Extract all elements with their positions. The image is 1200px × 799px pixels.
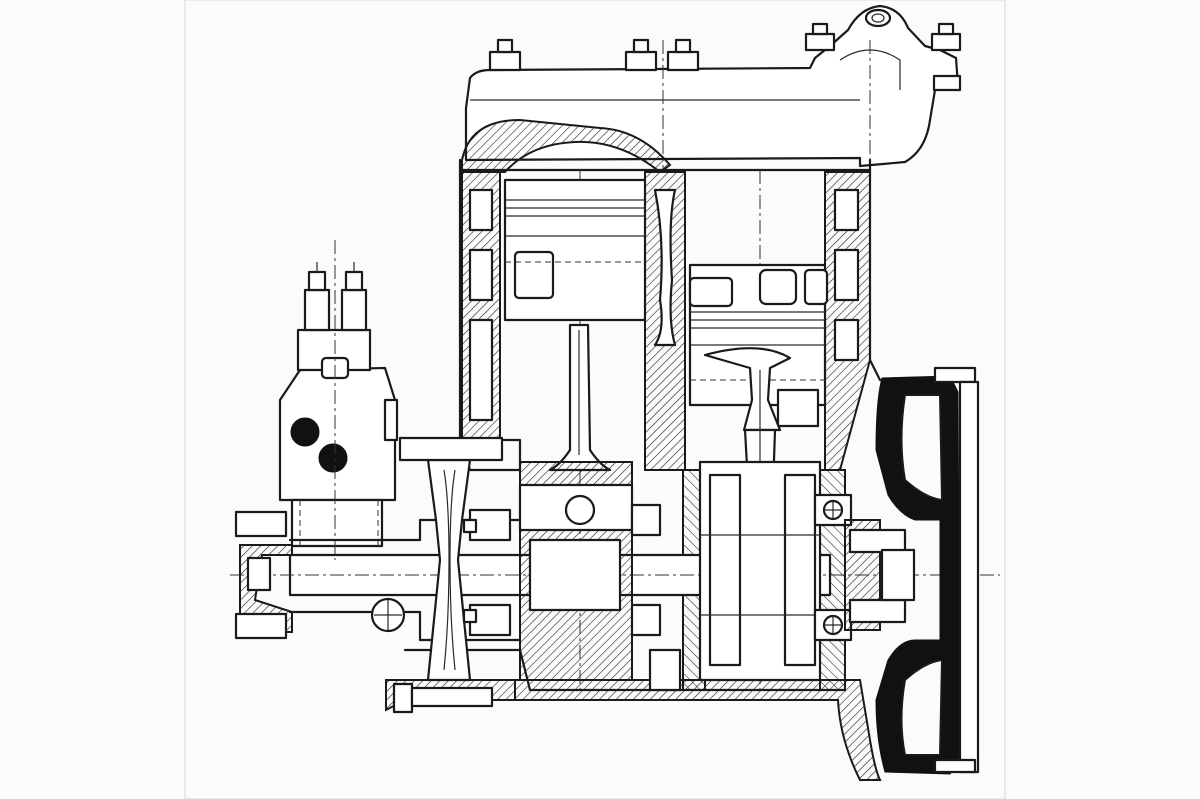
crankshaft [230,460,1000,682]
drive-pulley [398,436,512,682]
injection-pump [278,240,399,560]
flywheel [875,366,980,775]
head-nut [488,22,962,92]
cylinder-block [458,118,882,690]
paper-edge [184,0,1006,799]
piston-left [503,178,647,322]
connecting-rod-left [548,323,612,472]
